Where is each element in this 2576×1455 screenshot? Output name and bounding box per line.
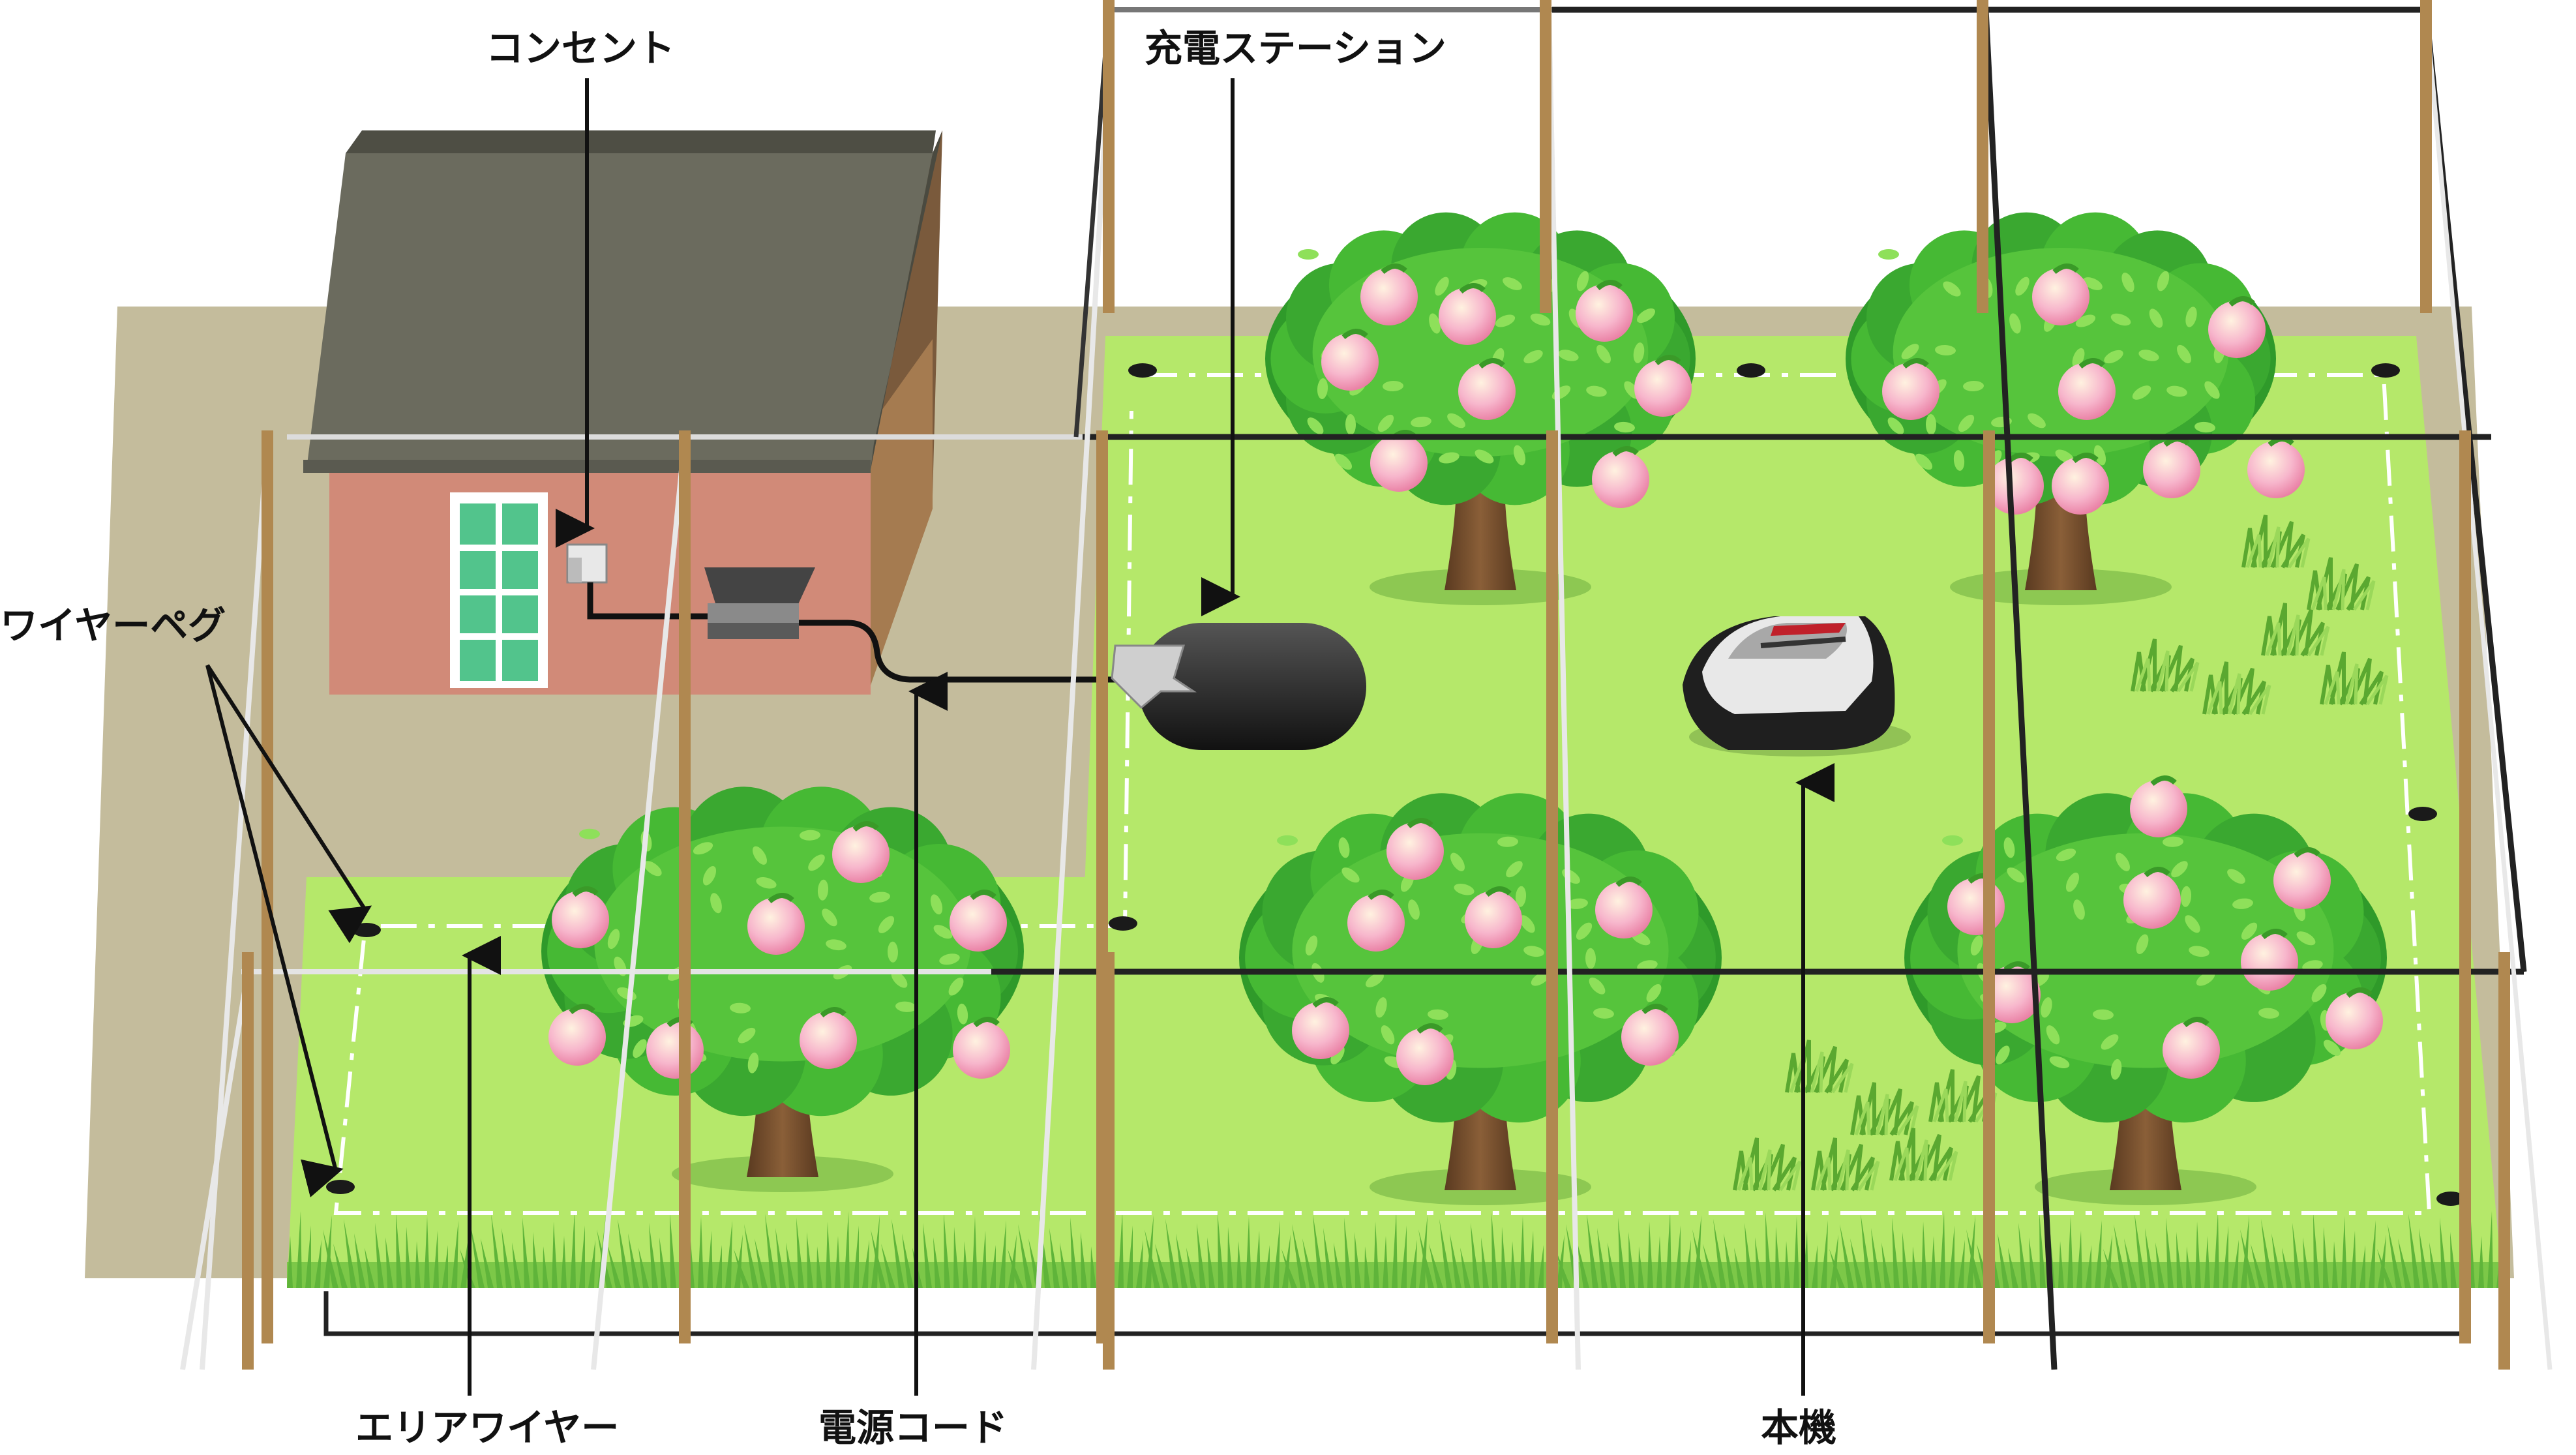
- wire-peg-icon: [2371, 363, 2400, 378]
- power-supply-box: [704, 567, 815, 639]
- peach-fruit: [548, 1008, 606, 1066]
- net-post: [1546, 430, 1558, 1343]
- wire-peg-icon: [352, 923, 381, 937]
- net-post: [1103, 952, 1115, 1370]
- peach-fruit: [1292, 1002, 1349, 1059]
- peach-fruit: [1347, 894, 1405, 952]
- peach-fruit: [2326, 992, 2383, 1049]
- wire-peg-icon: [1109, 916, 1137, 931]
- net-post: [2459, 430, 2471, 1343]
- peach-fruit: [646, 1021, 704, 1079]
- callout-arrows: [205, 78, 1835, 1396]
- power-outlet-icon: [566, 543, 608, 584]
- peach-fruit: [1983, 966, 2041, 1023]
- wire-peg-icon: [1128, 363, 1157, 378]
- peach-fruit: [1634, 359, 1692, 417]
- net-post: [1540, 0, 1551, 313]
- front-grass: [287, 1211, 2502, 1288]
- wire-peg-icon: [1737, 363, 1765, 378]
- peach-fruit: [1882, 363, 1939, 420]
- peach-fruit: [2058, 363, 2116, 420]
- outlet-label: コンセント: [486, 26, 676, 70]
- peach-fruit: [747, 897, 805, 955]
- peach-fruit: [1458, 363, 1516, 420]
- peach-fruit: [2143, 441, 2200, 498]
- peach-fruit: [2163, 1021, 2220, 1079]
- wire-peg-arrow-lower: [205, 665, 344, 1197]
- peach-fruit: [2247, 441, 2305, 498]
- net-post: [262, 430, 273, 1343]
- peach-fruit: [832, 826, 890, 883]
- peach-fruit: [2273, 852, 2331, 909]
- peach-fruit: [2052, 457, 2109, 515]
- peach-fruit: [1321, 333, 1379, 391]
- net-post: [1983, 430, 1995, 1343]
- peach-fruit: [1947, 878, 2005, 935]
- peach-fruit: [1595, 881, 1653, 938]
- peach-fruit: [1986, 457, 2044, 515]
- peach-fruit: [1370, 434, 1428, 492]
- net-post: [242, 952, 254, 1370]
- peach-fruit: [800, 1012, 857, 1069]
- net-post: [2498, 952, 2510, 1370]
- peach-fruit: [2208, 301, 2266, 358]
- peach-fruit: [1576, 284, 1633, 342]
- wire-peg-icon: [326, 1180, 355, 1194]
- wire-peg-label: ワイヤーペグ: [0, 603, 226, 648]
- peach-fruit: [1386, 822, 1444, 880]
- robot-lawn-mower-icon: [1683, 616, 1911, 757]
- peach-fruit: [1621, 1008, 1679, 1066]
- charging-station-label: 充電ステーション: [1145, 26, 1446, 70]
- wire-peg-icon: [2408, 807, 2437, 821]
- net-post: [679, 430, 691, 1343]
- peach-fruit: [1396, 1028, 1454, 1085]
- power-cord-label: 電源コード: [818, 1405, 1008, 1450]
- wire-peg-arrow-upper: [205, 664, 372, 944]
- peach-fruit: [2123, 871, 2181, 929]
- perimeter-line: [323, 1288, 2468, 1336]
- net-post: [1977, 0, 1988, 313]
- net-post: [2420, 0, 2432, 313]
- peach-fruit: [1439, 288, 1496, 345]
- house: [303, 130, 942, 695]
- peach-fruit: [552, 891, 609, 948]
- peach-fruit: [1360, 268, 1418, 325]
- net-and-posts: [180, 0, 2553, 1370]
- peach-fruit: [1592, 451, 1649, 508]
- peach-fruit: [2032, 268, 2089, 325]
- peach-fruit: [950, 894, 1007, 952]
- wire-peg-icon: [2436, 1192, 2465, 1206]
- peach-fruit: [1465, 891, 1522, 948]
- charging-station-icon: [1111, 623, 1366, 750]
- peach-fruit: [2241, 933, 2298, 991]
- area-wire-label: エリアワイヤー: [355, 1405, 620, 1450]
- peach-fruit: [2130, 780, 2187, 837]
- peach-fruit: [953, 1021, 1010, 1079]
- net-post: [1103, 0, 1115, 313]
- mower-label: 本機: [1761, 1405, 1837, 1450]
